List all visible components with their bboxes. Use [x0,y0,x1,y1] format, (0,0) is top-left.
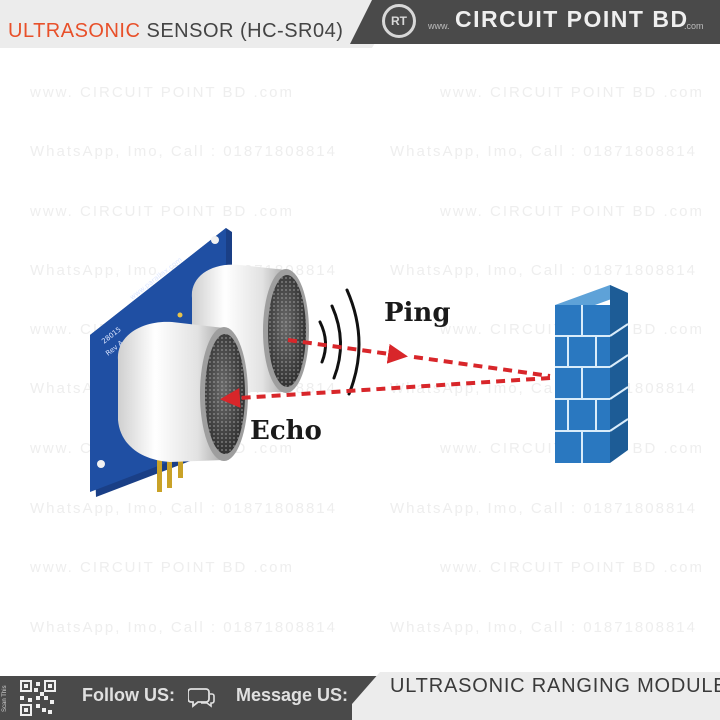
echo-beam [220,376,551,408]
sound-wave-icon [318,288,361,396]
watermark-website: www. CIRCUIT POINT BD .com [30,203,294,220]
watermark-contact: WhatsApp, Imo, Call : 01871808814 [390,262,697,279]
watermark-website: www. CIRCUIT POINT BD .com [440,84,704,101]
mounting-hole [97,460,105,468]
echo-label: Echo [250,416,322,446]
watermark-contact: WhatsApp, Imo, Call : 01871808814 [390,619,697,636]
ping-beam-extension [413,355,551,378]
watermark-contact: WhatsApp, Imo, Call : 01871808814 [390,500,697,517]
watermark-contact: WhatsApp, Imo, Call : 01871808814 [30,143,337,160]
mounting-hole [211,236,219,244]
header-title-accent: ULTRASONIC [8,20,141,42]
watermark-contact: WhatsApp, Imo, Call : 01871808814 [30,619,337,636]
brand-name: CIRCUIT POINT BD [455,6,689,32]
message-chat-icon[interactable] [188,684,216,710]
watermark-contact: WhatsApp, Imo, Call : 01871808814 [30,500,337,517]
watermark-contact: WhatsApp, Imo, Call : 01871808814 [390,143,697,160]
header-title: ULTRASONIC SENSOR (HC-SR04) [8,20,343,43]
message-us-label: Message US: [236,685,349,705]
watermark-website: www. CIRCUIT POINT BD .com [30,559,294,576]
follow-us-label: Follow US: [82,685,175,705]
ping-beam [287,338,408,364]
header-title-rest: SENSOR (HC-SR04) [140,20,344,42]
brand-logo-text: RT [391,14,407,28]
brand-logo: RT [382,4,416,38]
brick-wall-icon [555,285,629,463]
footer-module-title: ULTRASONIC RANGING MODULE [390,675,720,697]
watermark-website: www. CIRCUIT POINT BD .com [440,559,704,576]
brand-prefix: www. [428,21,450,31]
header-background [0,0,720,48]
brand-suffix: .com [684,21,704,31]
scan-label: Scan This [2,685,8,712]
watermark-website: www. CIRCUIT POINT BD .com [440,203,704,220]
watermark-website: www. CIRCUIT POINT BD .com [30,84,294,101]
qr-code-icon [18,678,58,718]
ping-label: Ping [384,298,451,328]
